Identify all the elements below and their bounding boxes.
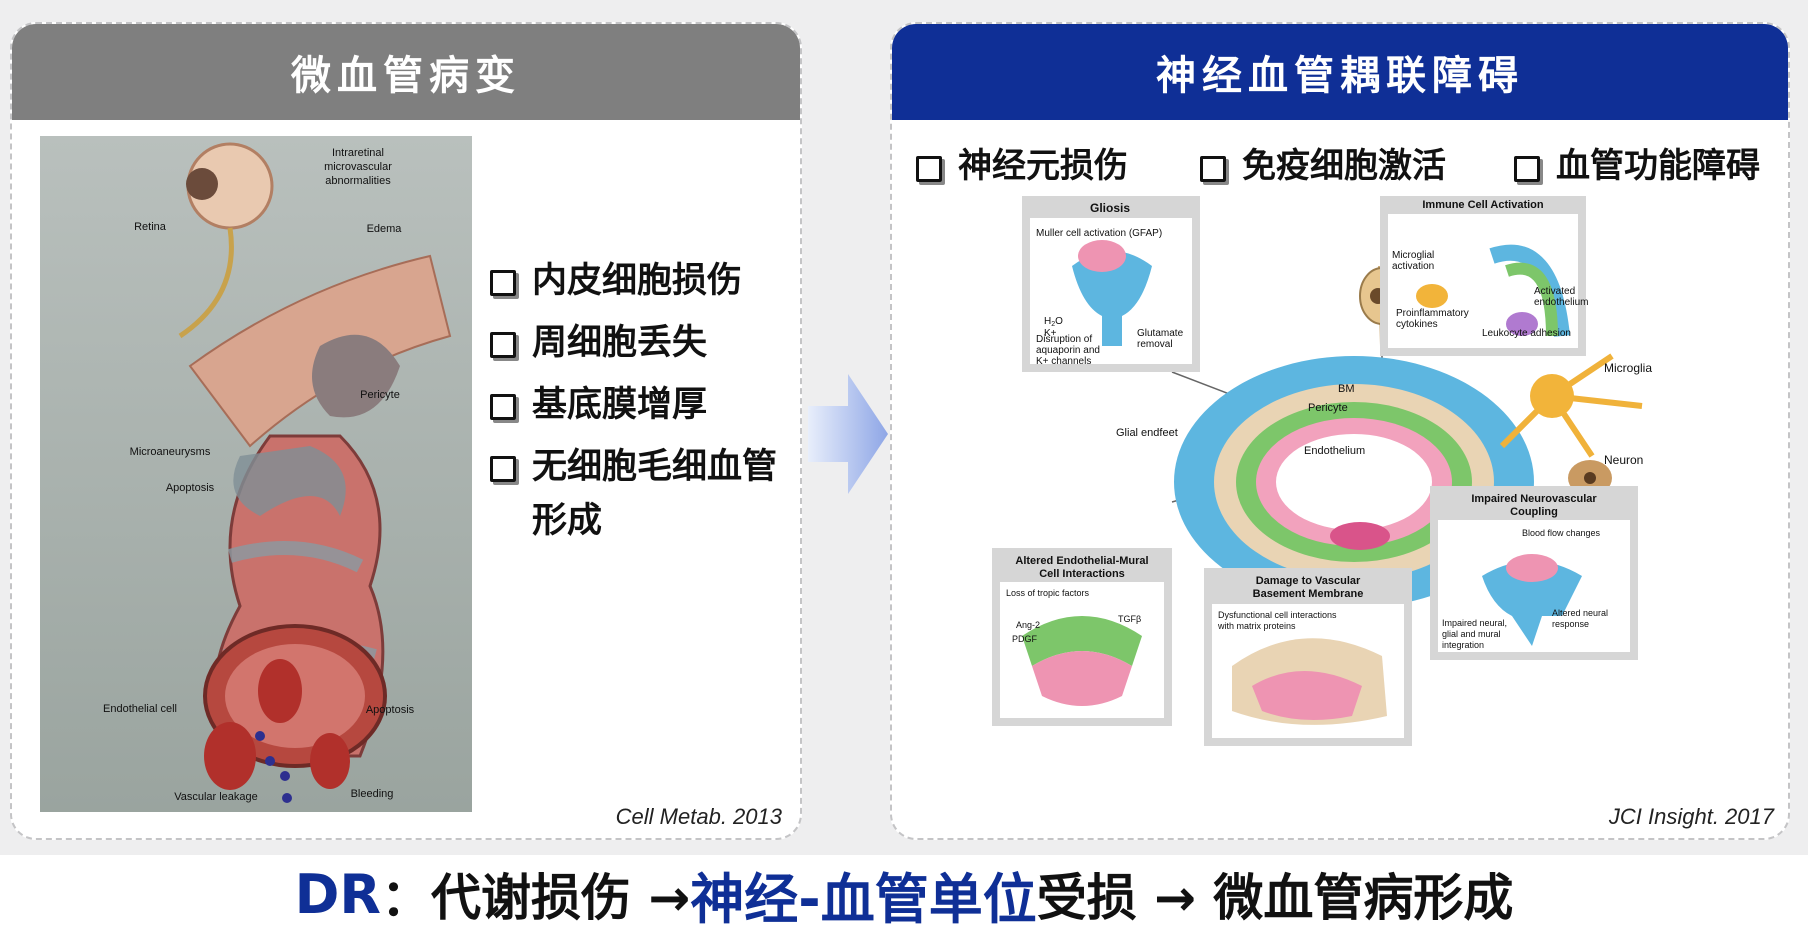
neurovascular-bullet-list: 神经元损伤 免疫细胞激活 血管功能障碍: [914, 136, 1774, 196]
label-activated-1: Activated: [1534, 286, 1575, 297]
label-proinflammatory-2: cytokines: [1396, 319, 1438, 330]
label-immune-title: Immune Cell Activation: [1422, 199, 1544, 211]
label-bleeding: Bleeding: [351, 788, 394, 800]
citation-right: JCI Insight. 2017: [1608, 804, 1774, 829]
summary-prefix: DR: [294, 862, 381, 926]
label-microglial-2: activation: [1392, 261, 1434, 272]
bullet-vascular-dysfunction: 血管功能障碍: [1512, 136, 1760, 196]
label-altered-neural-1: Altered neural: [1552, 608, 1608, 618]
label-blood-flow: Blood flow changes: [1522, 528, 1601, 538]
summary-part1: 代谢损伤 →: [430, 869, 691, 927]
bullet-endothelial-injury: 内皮细胞损伤: [488, 254, 788, 308]
bullet-acellular-capillaries: 无细胞毛细血管形成: [488, 440, 788, 548]
label-muller: Muller cell activation (GFAP): [1036, 228, 1162, 239]
bullet-immune-activation: 免疫细胞激活: [1198, 136, 1446, 196]
label-disruption-1: Disruption of: [1036, 334, 1092, 345]
label-glial-endfeet: Glial endfeet: [1116, 427, 1178, 439]
microvascular-illustration: Intraretinal microvascular abnormalities…: [40, 136, 472, 812]
label-disruption-2: aquaporin and: [1036, 345, 1100, 356]
label-apoptosis-2: Apoptosis: [366, 704, 415, 716]
summary-colon: ：: [380, 869, 431, 927]
microglia-cell: [1530, 374, 1574, 418]
right-arrow-icon: [808, 374, 888, 494]
label-retina: Retina: [134, 221, 167, 233]
label-microaneurysms: Microaneurysms: [130, 446, 211, 458]
label-pdgf: PDGF: [1012, 634, 1038, 644]
label-disruption-3: K+ channels: [1036, 356, 1091, 367]
label-irma-2: microvascular: [324, 161, 392, 173]
label-glutamate-2: removal: [1137, 339, 1173, 350]
label-altered-title-2: Cell Interactions: [1039, 568, 1125, 580]
label-altered-neural-2: response: [1552, 619, 1589, 629]
label-impaired-title-1: Impaired Neurovascular: [1471, 493, 1597, 505]
label-damage-title-2: Basement Membrane: [1253, 588, 1364, 600]
label-apoptosis-1: Apoptosis: [166, 482, 215, 494]
panel-header-right: 神经血管耦联障碍: [892, 24, 1788, 120]
label-h2o: H2O: [1044, 316, 1063, 328]
label-dysfunctional-1: Dysfunctional cell interactions: [1218, 610, 1337, 620]
panel-header-left: 微血管病变: [12, 24, 800, 120]
microvascular-panel: 微血管病变 Intraretinal microva: [10, 22, 802, 840]
label-impaired-neural-2: glial and mural: [1442, 629, 1501, 639]
label-neuron: Neuron: [1604, 453, 1643, 467]
neurovascular-unit-illustration: Gliosis Muller cell activation (GFAP) H2…: [992, 196, 1652, 746]
label-impaired-neural-1: Impaired neural,: [1442, 618, 1507, 628]
label-leukocyte: Leukocyte adhesion: [1482, 328, 1571, 339]
label-tgfb: TGFβ: [1118, 614, 1141, 624]
label-proinflammatory-1: Proinflammatory: [1396, 308, 1469, 319]
summary-part2: 受损 → 微血管病形成: [1036, 869, 1514, 927]
bullet-basement-membrane-thickening: 基底膜增厚: [488, 378, 788, 432]
label-irma-3: abnormalities: [325, 175, 391, 187]
label-irma-1: Intraretinal: [332, 147, 384, 159]
summary-line: DR：代谢损伤 → 神经-血管单位受损 → 微血管病形成: [0, 852, 1808, 936]
label-dysfunctional-2: with matrix proteins: [1217, 621, 1296, 631]
neurovascular-panel: 神经血管耦联障碍 神经元损伤 免疫细胞激活 血管功能障碍: [890, 22, 1790, 840]
microvascular-bullet-list: 内皮细胞损伤 周细胞丢失 基底膜增厚 无细胞毛细血管形成: [488, 254, 788, 556]
bullet-neuron-injury: 神经元损伤: [914, 136, 1128, 196]
citation-left: Cell Metab. 2013: [615, 804, 782, 829]
label-altered-title-1: Altered Endothelial-Mural: [1015, 555, 1148, 567]
label-pericyte: Pericyte: [360, 389, 400, 401]
label-gliosis: Gliosis: [1090, 201, 1130, 215]
label-vascular-leakage: Vascular leakage: [174, 791, 258, 803]
label-loss-tropic: Loss of tropic factors: [1006, 588, 1090, 598]
label-glutamate-1: Glutamate: [1137, 328, 1184, 339]
label-pericyte-right: Pericyte: [1308, 402, 1348, 414]
label-impaired-neural-3: integration: [1442, 640, 1484, 650]
label-ang2: Ang-2: [1016, 620, 1040, 630]
label-endothelial-cell: Endothelial cell: [103, 703, 177, 715]
label-impaired-title-2: Coupling: [1510, 506, 1558, 518]
label-k: K+: [1044, 328, 1057, 339]
label-microglial-1: Microglial: [1392, 250, 1434, 261]
label-activated-2: endothelium: [1534, 297, 1588, 308]
label-endothelium: Endothelium: [1304, 445, 1365, 457]
label-microglia: Microglia: [1604, 361, 1652, 375]
label-edema: Edema: [367, 223, 403, 235]
bullet-pericyte-loss: 周细胞丢失: [488, 316, 788, 370]
summary-highlight: 神经-血管单位: [690, 867, 1037, 931]
label-damage-title-1: Damage to Vascular: [1256, 575, 1361, 587]
label-bm: BM: [1338, 383, 1355, 395]
